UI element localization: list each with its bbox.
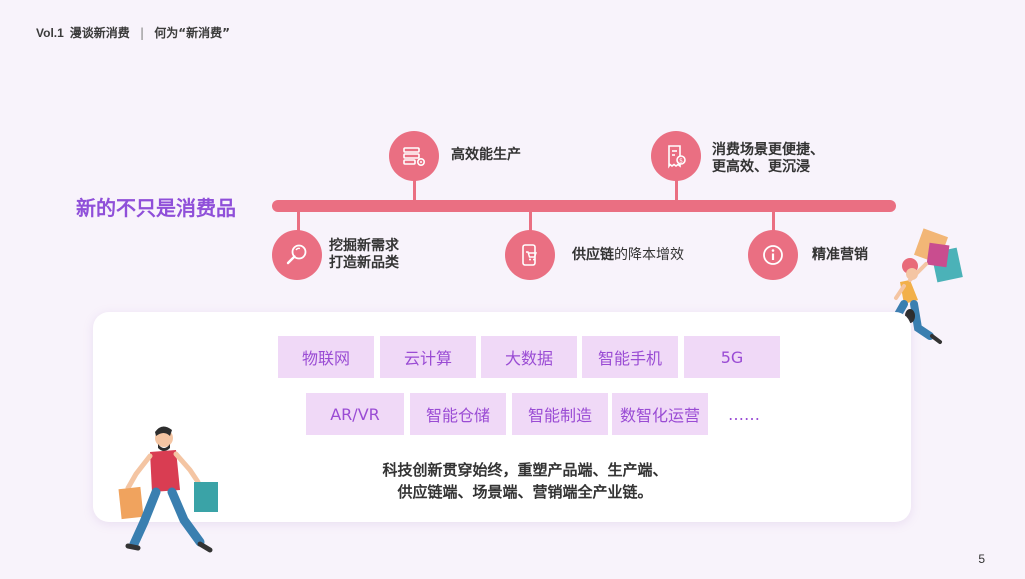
phone-cart-icon xyxy=(505,230,555,280)
label-line: 打造新品类 xyxy=(329,255,399,271)
tag-smart-warehouse: 智能仓储 xyxy=(410,393,506,435)
timeline-stem xyxy=(297,210,300,232)
timeline-stem xyxy=(529,210,532,232)
tag-digital-operations: 数智化运营 xyxy=(612,393,708,435)
tag-ellipsis: …… xyxy=(728,404,760,424)
label-line: 消费场景更便捷、 xyxy=(712,142,824,158)
man-shopping-illustration xyxy=(118,426,218,553)
tag-iot: 物联网 xyxy=(278,336,374,378)
header-separator: | xyxy=(139,25,145,40)
label-bold-part: 供应链 xyxy=(572,247,614,263)
receipt-dollar-icon: $ xyxy=(651,131,701,181)
info-icon xyxy=(748,230,798,280)
label-supply-chain: 供应链的降本增效 xyxy=(572,247,684,264)
label-rest-part: 的降本增效 xyxy=(614,247,684,263)
summary-line: 供应链端、场景端、营销端全产业链。 xyxy=(397,483,653,501)
label-line: 更高效、更沉浸 xyxy=(712,159,810,175)
timeline-axis xyxy=(272,200,896,212)
label-line: 挖掘新需求 xyxy=(329,238,399,254)
magnifier-icon xyxy=(272,230,322,280)
label-precision-marketing: 精准营销 xyxy=(812,247,868,263)
tag-cloud-computing: 云计算 xyxy=(380,336,476,378)
label-consumption-scene: 消费场景更便捷、 更高效、更沉浸 xyxy=(712,142,824,176)
summary-text: 科技创新贯穿始终，重塑产品端、生产端、 供应链端、场景端、营销端全产业链。 xyxy=(300,459,750,503)
headline: 新的不只是消费品 xyxy=(76,196,236,220)
page-header: Vol.1 漫谈新消费 | 何为“新消费” xyxy=(36,24,230,41)
tag-5g: 5G xyxy=(684,336,780,378)
page-number: 5 xyxy=(978,552,985,566)
tag-smartphone: 智能手机 xyxy=(582,336,678,378)
section-label: 漫谈新消费 xyxy=(69,26,130,40)
server-gear-icon xyxy=(389,131,439,181)
timeline-stem xyxy=(413,178,416,202)
timeline-stem xyxy=(772,210,775,232)
topic-label: 何为“新消费” xyxy=(154,26,230,40)
timeline-stem xyxy=(675,178,678,202)
summary-line: 科技创新贯穿始终，重塑产品端、生产端、 xyxy=(382,461,668,479)
volume-label: Vol.1 xyxy=(36,25,64,40)
tag-big-data: 大数据 xyxy=(481,336,577,378)
svg-text:$: $ xyxy=(679,158,683,165)
tag-ar-vr: AR/VR xyxy=(306,393,404,435)
label-efficient-production: 高效能生产 xyxy=(451,147,521,163)
label-discover-needs: 挖掘新需求 打造新品类 xyxy=(329,238,399,272)
tag-smart-manufacturing: 智能制造 xyxy=(512,393,608,435)
